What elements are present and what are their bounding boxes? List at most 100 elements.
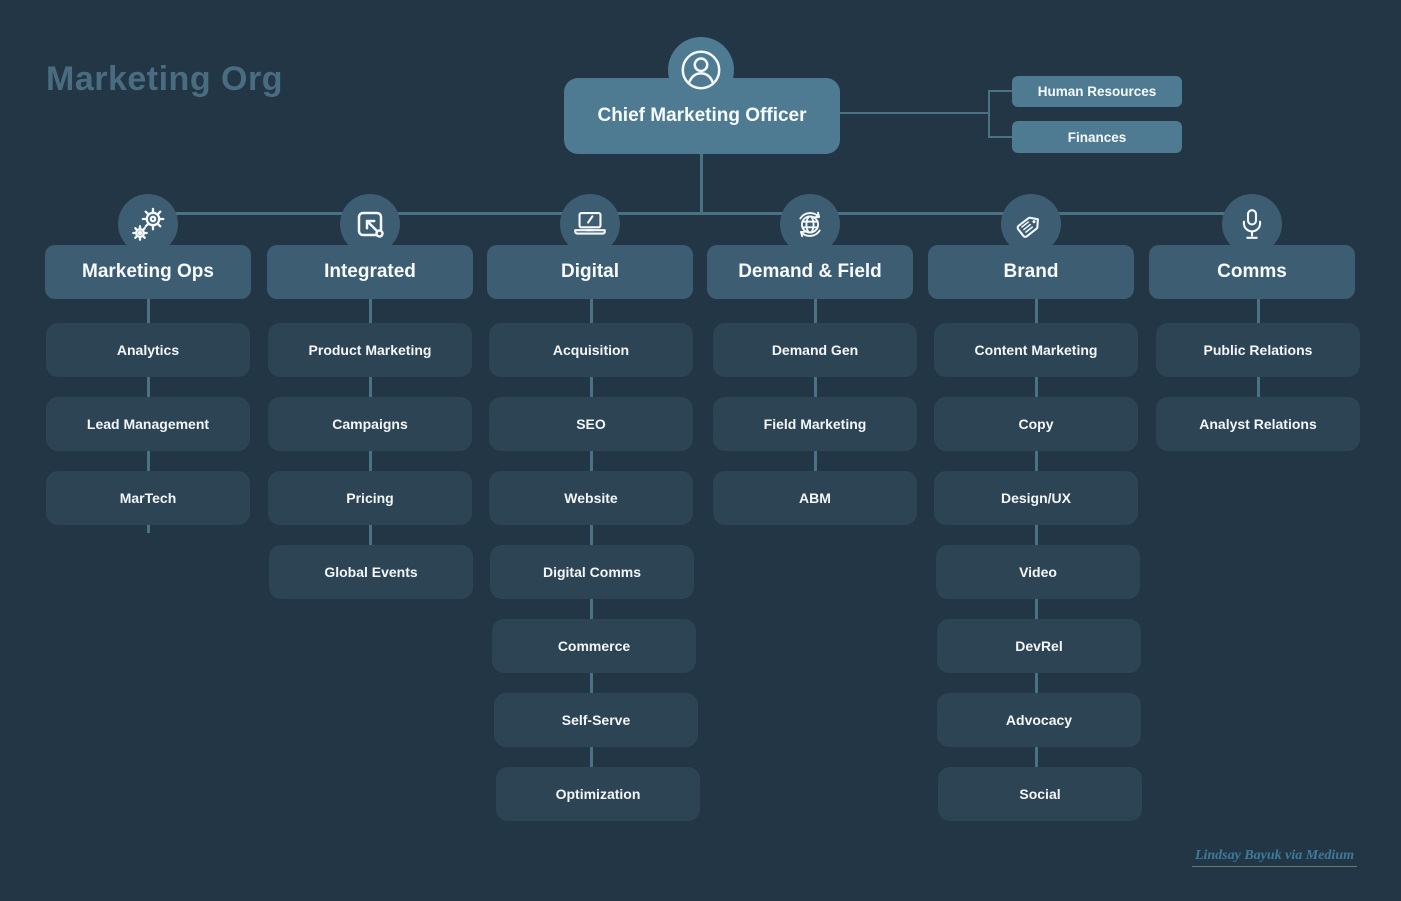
connector-line <box>146 377 150 397</box>
dept-label: Digital <box>560 261 620 282</box>
sub-label: SEO <box>576 416 606 432</box>
sub-label: DevRel <box>1015 638 1063 654</box>
connector-line <box>1034 673 1038 693</box>
connector-line <box>1034 599 1038 619</box>
sub-box: Advocacy <box>937 693 1141 747</box>
sub-box: Demand Gen <box>713 323 917 377</box>
sub-box: Analyst Relations <box>1156 397 1360 451</box>
attribution-link[interactable]: Lindsay Bayuk via Medium <box>1191 848 1357 867</box>
sub-label: Digital Comms <box>542 564 641 580</box>
price-tag-icon <box>1001 194 1061 254</box>
sub-label: Field Marketing <box>763 416 867 432</box>
connector-line <box>1034 451 1038 471</box>
sub-label: Product Marketing <box>308 342 432 358</box>
connector-line <box>1034 299 1038 323</box>
connector-line <box>1034 377 1038 397</box>
sub-box: Self-Serve <box>494 693 698 747</box>
globe-sync-icon <box>780 194 840 254</box>
sub-box: Design/UX <box>934 471 1138 525</box>
dept-label: Brand <box>1003 261 1059 282</box>
dept-box-brand: Brand <box>928 245 1134 299</box>
sub-box: Social <box>938 767 1142 821</box>
connector-line <box>589 299 593 323</box>
dept-column-integrated: Integrated Product Marketing Campaigns P… <box>267 194 473 599</box>
arrow-into-box-icon <box>340 194 400 254</box>
sub-label: Optimization <box>555 786 641 802</box>
gears-icon <box>118 194 178 254</box>
cmo-label: Chief Marketing Officer <box>597 105 807 126</box>
sub-box: Field Marketing <box>713 397 917 451</box>
cmo-node: Chief Marketing Officer <box>564 78 840 154</box>
sub-list: Public Relations Analyst Relations <box>1156 299 1360 451</box>
sub-label: Global Events <box>324 564 418 580</box>
sub-box: Global Events <box>269 545 473 599</box>
sub-box: Public Relations <box>1156 323 1360 377</box>
connector-line <box>368 299 372 323</box>
sub-label: Website <box>564 490 618 506</box>
connector-line <box>368 451 372 471</box>
connector-cmo-down <box>700 152 703 213</box>
connector-line <box>589 377 593 397</box>
sub-label: Lead Management <box>86 416 210 432</box>
connector-line <box>1256 377 1260 397</box>
connector-line <box>589 673 593 693</box>
connector-line <box>813 377 817 397</box>
sub-box: Digital Comms <box>490 545 694 599</box>
connector-line <box>1034 747 1038 767</box>
connector-cmo-staff <box>840 112 990 114</box>
sub-label: Content Marketing <box>974 342 1098 358</box>
sub-list: Acquisition SEO Website Digital Comms Co… <box>489 299 700 821</box>
connector-hr-stub <box>990 90 1012 92</box>
sub-box: Lead Management <box>46 397 250 451</box>
sub-label: Pricing <box>346 490 394 506</box>
dept-label: Marketing Ops <box>82 261 214 282</box>
sub-label: Acquisition <box>552 342 630 358</box>
sub-label: ABM <box>799 490 831 506</box>
sub-box: Content Marketing <box>934 323 1138 377</box>
sub-box: Copy <box>934 397 1138 451</box>
connector-line <box>589 525 593 545</box>
page-title: Marketing Org <box>46 60 283 98</box>
dept-box-comms: Comms <box>1149 245 1355 299</box>
connector-staff-bracket <box>988 90 990 138</box>
sub-box: DevRel <box>937 619 1141 673</box>
sub-label: Public Relations <box>1203 342 1313 358</box>
connector-line <box>589 747 593 767</box>
dept-column-brand: Brand Content Marketing Copy Design/UX V… <box>928 194 1142 821</box>
sub-label: Self-Serve <box>561 712 631 728</box>
staff-box-finances: Finances <box>1012 121 1182 153</box>
sub-label: Campaigns <box>332 416 408 432</box>
sub-box: Website <box>489 471 693 525</box>
dept-column-marketing-ops: Marketing Ops Analytics Lead Management … <box>45 194 251 533</box>
sub-box: Acquisition <box>489 323 693 377</box>
connector-departments-rail <box>147 212 1253 215</box>
sub-list: Demand Gen Field Marketing ABM <box>713 299 917 525</box>
dept-box-digital: Digital <box>487 245 693 299</box>
sub-box: MarTech <box>46 471 250 525</box>
staff-label: Finances <box>1067 129 1127 145</box>
sub-box: Pricing <box>268 471 472 525</box>
sub-label: Advocacy <box>1005 712 1073 728</box>
sub-list: Content Marketing Copy Design/UX Video D… <box>934 299 1142 821</box>
connector-line <box>813 299 817 323</box>
dept-box-integrated: Integrated <box>267 245 473 299</box>
sub-box: Analytics <box>46 323 250 377</box>
connector-line <box>589 599 593 619</box>
connector-line <box>368 525 372 545</box>
sub-box: SEO <box>489 397 693 451</box>
dept-box-demand-field: Demand & Field <box>707 245 913 299</box>
sub-label: Analyst Relations <box>1199 416 1317 432</box>
connector-line <box>146 451 150 471</box>
connector-line <box>146 299 150 323</box>
connector-line <box>1034 525 1038 545</box>
sub-label: MarTech <box>119 490 177 506</box>
connector-line <box>1256 299 1260 323</box>
sub-label: Design/UX <box>1000 490 1071 506</box>
connector-line <box>146 525 150 533</box>
dept-label: Demand & Field <box>738 261 882 282</box>
sub-label: Demand Gen <box>771 342 859 358</box>
connector-line <box>368 377 372 397</box>
sub-label: Commerce <box>557 638 631 654</box>
sub-label: Video <box>1019 564 1057 580</box>
